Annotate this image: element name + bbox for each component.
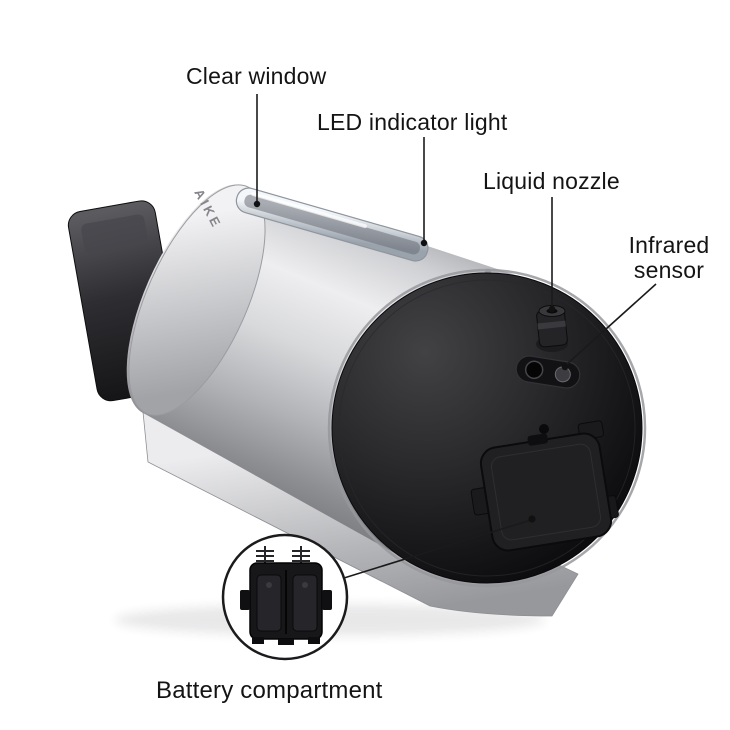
label-battery-compartment: Battery compartment (156, 677, 383, 704)
callout-dot-led (420, 239, 428, 247)
body-back-cap (128, 184, 266, 416)
liquid-nozzle (536, 305, 568, 352)
callout-dot-nozzle (548, 305, 556, 313)
label-infrared-sensor: Infrared sensor (628, 232, 710, 283)
callout-dot-clear-window (253, 200, 261, 208)
callout-dot-battery (528, 515, 536, 523)
label-clear-window: Clear window (186, 63, 327, 89)
battery-compartment-inset (221, 533, 349, 661)
callout-line-battery (343, 519, 532, 579)
battery-holder (240, 546, 332, 645)
clear-window (235, 187, 429, 262)
callout-line-infrared (565, 283, 657, 366)
face-rim (327, 268, 647, 588)
face-hole (539, 424, 549, 434)
label-led-indicator: LED indicator light (317, 109, 508, 135)
callout-dot-infrared (561, 363, 569, 371)
battery-cover (470, 420, 619, 552)
label-liquid-nozzle: Liquid nozzle (483, 168, 620, 194)
front-face-inner-ring (338, 279, 636, 577)
